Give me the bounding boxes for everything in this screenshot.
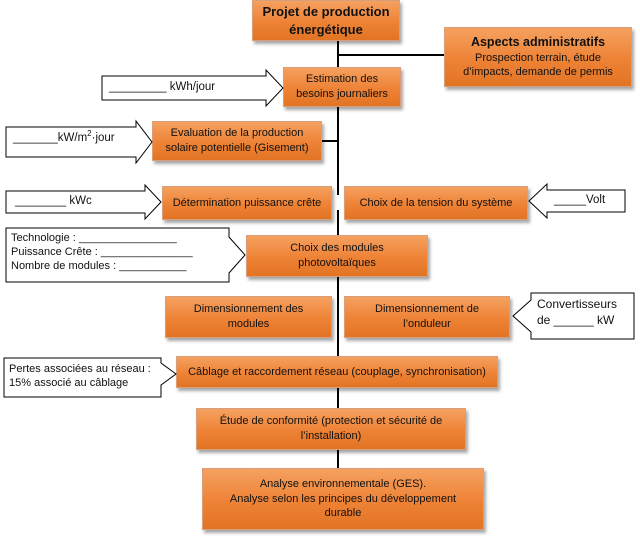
callout-kwm2-unit: ·jour bbox=[91, 131, 115, 144]
projet-line-2: énergétique bbox=[289, 21, 363, 37]
node-aspects-administratifs: Aspects administratifs Prospection terra… bbox=[444, 27, 632, 87]
analyse-line-3: durable bbox=[324, 507, 362, 520]
choix-tension-line-1: Choix de la tension du système bbox=[359, 196, 513, 209]
callout-convert-arrow-shape bbox=[512, 292, 635, 340]
callout-techno-arrow-shape bbox=[5, 227, 246, 283]
aspects-line-2: d’impacts, demande de permis bbox=[463, 66, 613, 79]
node-choix-tension: Choix de la tension du système bbox=[344, 186, 528, 220]
callout-volt: _____Volt bbox=[527, 182, 627, 220]
callout-techno-line-1: Technologie : ________________ bbox=[11, 232, 177, 244]
node-estimation: Estimation des besoins journaliers bbox=[283, 67, 401, 107]
evaluation-line-2: solaire potentielle (Gisement) bbox=[165, 142, 309, 154]
callout-kwm2-sup: 2 bbox=[87, 129, 92, 138]
cablage-line-1: Câblage et raccordement réseau (couplage… bbox=[188, 365, 486, 378]
node-choix-modules: Choix des modules photovoltaïques bbox=[246, 235, 428, 277]
node-analyse: Analyse environnementale (GES). Analyse … bbox=[202, 468, 484, 530]
callout-kwc-text: ________ kWc bbox=[15, 195, 92, 207]
callout-convert-line-2: de ______ kW bbox=[537, 312, 615, 327]
callout-techno-line-3: Nombre de modules : ___________ bbox=[11, 260, 187, 273]
node-determination-puissance: Détermination puissance crête bbox=[162, 186, 332, 220]
callout-kwm2-text: _______kW/m2·jour bbox=[13, 129, 115, 146]
callout-kwc: ________ kWc bbox=[5, 183, 163, 221]
callout-pertes-line-2: 15% associé au câblage bbox=[9, 377, 129, 390]
branch-line-evaluation bbox=[322, 140, 338, 142]
dim-onduleur-line-2: l’onduleur bbox=[403, 318, 451, 330]
callout-techno-text: Technologie : ________________ Puissance… bbox=[11, 231, 193, 273]
callout-pertes-text: Pertes associées au réseau : 15% associé… bbox=[9, 362, 151, 391]
branch-line-aspects bbox=[338, 54, 444, 56]
conformite-line-1: Étude de conformité (protection et sécur… bbox=[219, 415, 443, 428]
dim-modules-line-1: Dimensionnement des bbox=[193, 303, 304, 316]
callout-volt-arrow-shape bbox=[528, 182, 626, 220]
callout-convertisseurs: Convertisseurs de ______ kW bbox=[511, 292, 636, 340]
callout-kwh-arrow-shape bbox=[101, 68, 284, 108]
node-dim-modules: Dimensionnement des modules bbox=[165, 296, 332, 338]
trunk-line-bottom bbox=[337, 210, 339, 468]
callout-kwh-text: _________ kWh/jour bbox=[109, 81, 216, 93]
callout-kw-m2-jour: _______kW/m2·jour bbox=[5, 119, 154, 165]
trunk-line-top bbox=[337, 40, 339, 195]
callout-convert-line-1: Convertisseurs bbox=[537, 297, 618, 311]
evaluation-line-1: Evaluation de la production bbox=[170, 127, 304, 140]
analyse-line-2: Analyse selon les principes du développe… bbox=[229, 492, 457, 505]
node-conformite: Étude de conformité (protection et sécur… bbox=[196, 408, 466, 450]
callout-kwc-arrow-shape bbox=[5, 183, 162, 221]
aspects-line-1: Prospection terrain, étude bbox=[475, 51, 601, 64]
analyse-line-1: Analyse environnementale (GES). bbox=[259, 478, 427, 491]
node-evaluation: Evaluation de la production solaire pote… bbox=[152, 121, 322, 161]
callout-kwm2-arrow-shape bbox=[5, 119, 153, 165]
callout-pertes-line-1: Pertes associées au réseau : bbox=[9, 363, 151, 375]
node-projet: Projet de production énergétique bbox=[252, 0, 400, 41]
conformite-line-2: l’installation) bbox=[300, 430, 362, 442]
callout-pertes: Pertes associées au réseau : 15% associé… bbox=[3, 357, 178, 399]
node-dim-onduleur: Dimensionnement de l’onduleur bbox=[344, 296, 510, 338]
projet-line-1: Projet de production bbox=[262, 4, 390, 20]
choix-modules-line-2: photovoltaïques bbox=[298, 257, 376, 269]
dim-modules-line-2: modules bbox=[227, 318, 270, 330]
callout-kwm2-main: _______kW/m bbox=[13, 131, 88, 144]
choix-modules-line-1: Choix des modules bbox=[290, 242, 384, 255]
dim-onduleur-line-1: Dimensionnement de bbox=[375, 303, 479, 316]
estimation-line-2: besoins journaliers bbox=[296, 88, 388, 100]
callout-kwh-jour: _________ kWh/jour bbox=[101, 68, 285, 108]
node-cablage: Câblage et raccordement réseau (couplage… bbox=[176, 356, 498, 388]
callout-techno-line-2: Puissance Crête : _______________ bbox=[11, 246, 193, 259]
callout-convert-text: Convertisseurs de ______ kW bbox=[537, 297, 617, 328]
callout-pertes-arrow-shape bbox=[3, 357, 177, 398]
determination-line-1: Détermination puissance crête bbox=[172, 196, 322, 209]
callout-technologie: Technologie : ________________ Puissance… bbox=[5, 227, 247, 285]
estimation-line-1: Estimation des bbox=[305, 73, 379, 86]
aspects-title: Aspects administratifs bbox=[470, 35, 606, 50]
callout-volt-text: _____Volt bbox=[554, 194, 606, 206]
